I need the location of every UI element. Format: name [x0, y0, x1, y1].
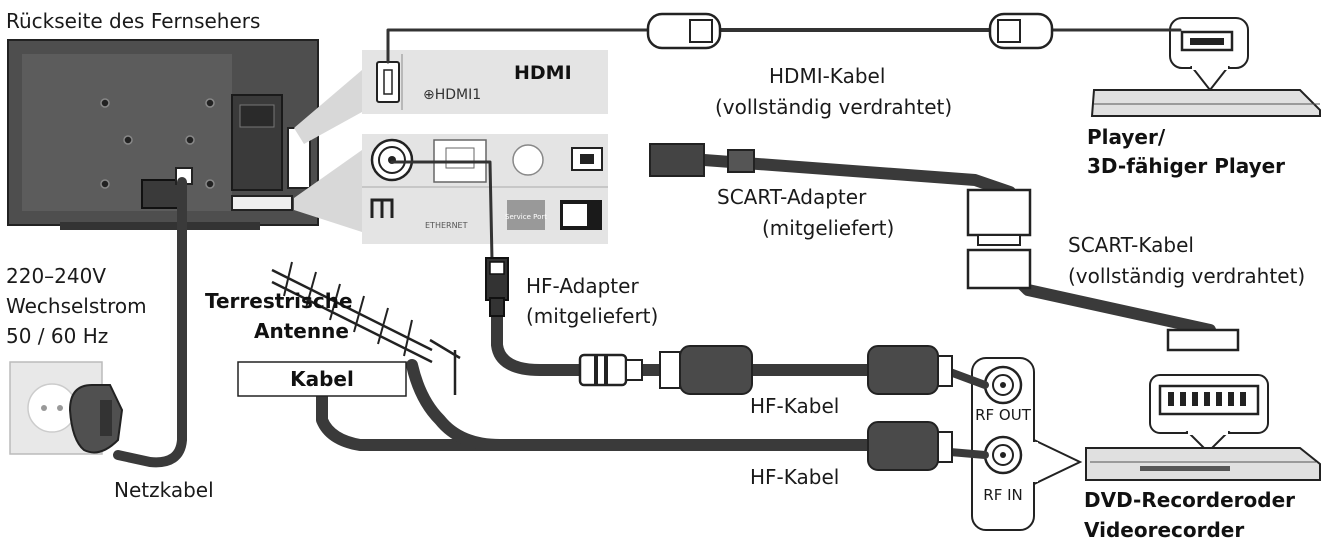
rf-out-label: RF OUT [975, 406, 1032, 424]
hdmi-port-label: ⊕HDMI1 [423, 87, 481, 103]
hf-adapter-label-1: HF-Adapter [526, 274, 639, 298]
recorder-label-2: Videorecorder [1084, 518, 1244, 542]
cable-source-box [237, 361, 407, 397]
player-label-1: Player/ [1087, 125, 1166, 149]
tv-back-label: Rückseite des Fernsehers [6, 9, 260, 33]
hf-cable-label-top: HF-Kabel [750, 394, 839, 418]
recorder-label-1: DVD-Recorderoder [1084, 488, 1295, 512]
callout-wedges [294, 70, 362, 232]
power-label-3: 50 / 60 Hz [6, 324, 108, 348]
hdmi-panel [362, 50, 608, 114]
cable-box-label: Kabel [290, 367, 354, 391]
scart-cable-label-1: SCART-Kabel [1068, 233, 1194, 257]
scart-cable-label-2: (vollständig verdrahtet) [1068, 264, 1305, 288]
hf-cable-label-bottom: HF-Kabel [750, 465, 839, 489]
scart-adapter-label-1: SCART-Adapter [717, 185, 867, 209]
hf-adapter-label-2: (mitgeliefert) [526, 304, 658, 328]
service-port-label: Service Port [505, 213, 547, 221]
connector-panel [362, 134, 608, 244]
player-device [1090, 17, 1321, 117]
antenna-icon [271, 261, 461, 395]
hdmi-logo: HDMI [514, 62, 572, 84]
cables [113, 28, 1216, 468]
antenna-label-1: Terrestrische [205, 289, 353, 313]
rf-in-label: RF IN [983, 486, 1022, 504]
rf-panel [971, 357, 1083, 531]
power-label-1: 220–240V [6, 264, 106, 288]
mains-cable-label: Netzkabel [114, 478, 214, 502]
hdmi-cable-label-1: HDMI-Kabel [769, 64, 885, 88]
power-plug-icon [68, 384, 124, 454]
tv-back [7, 39, 319, 230]
labels: Rückseite des Fernsehers HDMI ⊕HDMI1 HDM… [6, 9, 1305, 542]
scart-adapter-label-2: (mitgeliefert) [762, 216, 894, 240]
power-label-2: Wechselstrom [6, 294, 147, 318]
player-label-2: 3D-fähiger Player [1087, 154, 1285, 178]
hdmi-cable-label-2: (vollständig verdrahtet) [715, 95, 952, 119]
antenna-label-2: Antenne [254, 319, 349, 343]
recorder-device [1085, 374, 1321, 481]
ethernet-label: ETHERNET [425, 221, 468, 230]
connector-heads [485, 12, 1240, 471]
